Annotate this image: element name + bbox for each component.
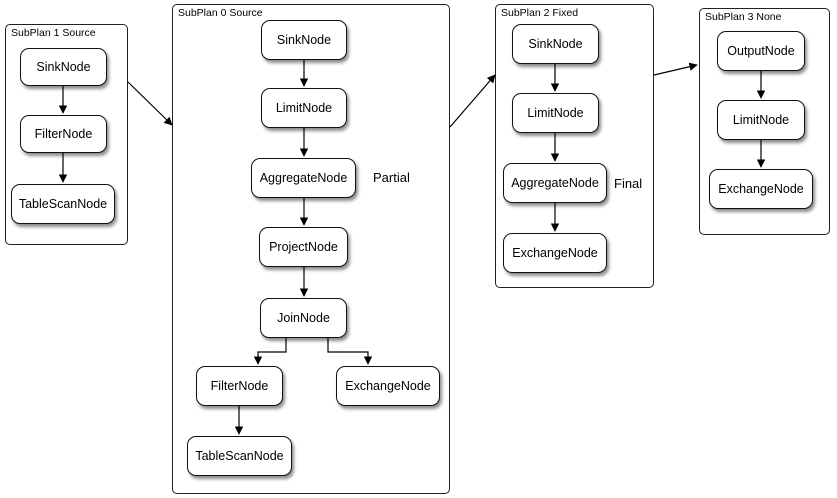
p0-tablescan-node[interactable]: TableScanNode	[187, 436, 292, 476]
p0-join-node[interactable]: JoinNode	[260, 298, 347, 338]
subplan-0-title: SubPlan 0 Source	[178, 7, 263, 19]
p0-exchange-node[interactable]: ExchangeNode	[336, 366, 440, 406]
subplan-2-title: SubPlan 2 Fixed	[501, 7, 579, 19]
subplan-1-to-0-arrow	[127, 81, 173, 126]
subplan-3-title: SubPlan 3 None	[705, 11, 782, 23]
p2-aggregate-note: Final	[614, 176, 643, 191]
p0-project-node[interactable]: ProjectNode	[259, 227, 348, 267]
p0-sink-node[interactable]: SinkNode	[261, 20, 347, 60]
p1-sink-node[interactable]: SinkNode	[20, 48, 107, 86]
p3-output-node[interactable]: OutputNode	[717, 31, 805, 71]
p1-tablescan-node[interactable]: TableScanNode	[11, 184, 115, 224]
p3-exchange-node[interactable]: ExchangeNode	[709, 169, 813, 209]
p3-limit-node[interactable]: LimitNode	[717, 100, 805, 140]
p2-sink-node[interactable]: SinkNode	[512, 24, 599, 64]
subplan-0-to-2-arrow	[449, 74, 496, 128]
subplan-1-title: SubPlan 1 Source	[11, 27, 96, 39]
p2-limit-node[interactable]: LimitNode	[512, 93, 599, 133]
subplan-0-panel: SubPlan 0 Source	[172, 4, 450, 494]
p0-aggregate-node[interactable]: AggregateNode	[251, 158, 356, 198]
p0-limit-node[interactable]: LimitNode	[261, 88, 347, 128]
p2-exchange-node[interactable]: ExchangeNode	[503, 233, 607, 273]
subplan-2-to-3-arrow	[653, 62, 698, 76]
p1-filter-node[interactable]: FilterNode	[20, 115, 107, 153]
p2-aggregate-node[interactable]: AggregateNode	[503, 163, 607, 203]
p0-filter-node[interactable]: FilterNode	[196, 366, 283, 406]
p0-aggregate-note: Partial	[373, 170, 410, 185]
